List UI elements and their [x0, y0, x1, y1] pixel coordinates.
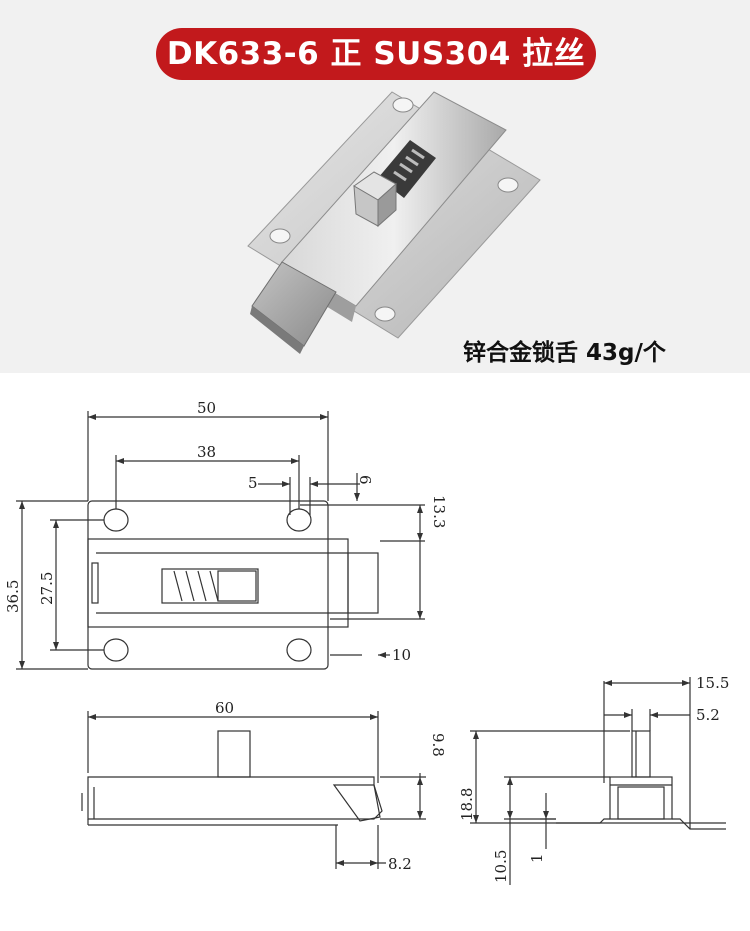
- slot-outline: [161, 568, 259, 604]
- technical-drawing: 50 38 5 6 13.3 36.5 27.5 10 60 9.8 8.2 1…: [4, 399, 729, 885]
- pin-side: [631, 730, 651, 778]
- dim-36-5: 36.5: [4, 580, 22, 613]
- dim-1: 1: [528, 853, 546, 863]
- dim-6: 6: [356, 475, 374, 485]
- dim-8-2: 8.2: [388, 855, 412, 873]
- dim-10-5: 10.5: [492, 850, 510, 883]
- hole-icon: [103, 508, 129, 532]
- dim-5-2: 5.2: [696, 706, 720, 724]
- dim-50: 50: [197, 399, 216, 417]
- plate-outline: [87, 500, 329, 670]
- dim-13-3: 13.3: [430, 495, 448, 528]
- screw-hole-icon: [497, 177, 519, 193]
- dim-38: 38: [197, 443, 216, 461]
- base-side: [556, 818, 726, 830]
- dim-5: 5: [248, 474, 258, 492]
- screw-hole-icon: [392, 97, 414, 113]
- dim-18-8: 18.8: [458, 788, 476, 821]
- body-side: [609, 776, 673, 820]
- hole-icon: [103, 638, 129, 662]
- screw-hole-icon: [374, 306, 396, 322]
- knob-front: [217, 730, 251, 778]
- spring: [393, 148, 425, 182]
- dim-15-5: 15.5: [696, 674, 729, 692]
- title-badge: DK633-6 正 SUS304 拉丝: [156, 28, 596, 80]
- bolt-outline: [347, 552, 379, 614]
- material-caption: 锌合金锁舌 43g/个: [463, 340, 666, 366]
- bolt-head: [251, 261, 337, 347]
- hole-icon: [286, 638, 312, 662]
- latch-photo: [247, 91, 541, 354]
- dim-60: 60: [215, 699, 234, 717]
- dim-27-5: 27.5: [38, 572, 56, 605]
- dim-10: 10: [392, 646, 411, 664]
- product-photo: DK633-6 正 SUS304 拉丝: [0, 0, 750, 373]
- body-front: [87, 776, 383, 820]
- dim-9-8: 9.8: [429, 733, 447, 757]
- screw-hole-icon: [269, 228, 291, 244]
- bolt-front: [332, 784, 381, 822]
